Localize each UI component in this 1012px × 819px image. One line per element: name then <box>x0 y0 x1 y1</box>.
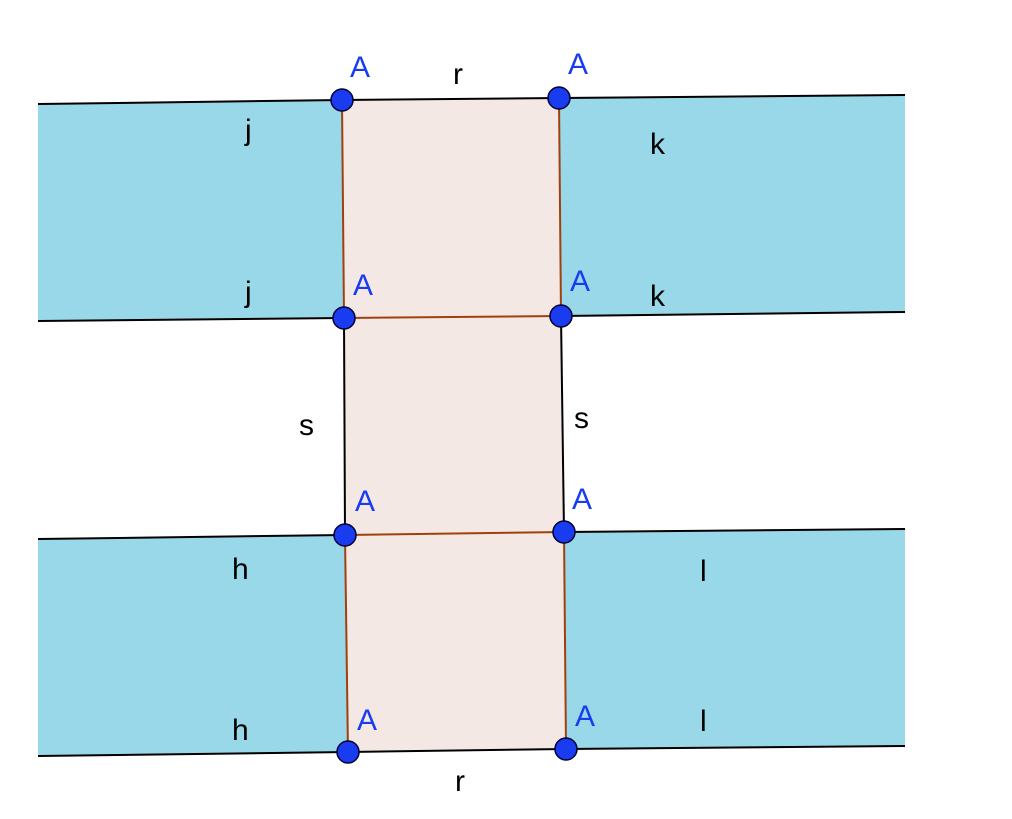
line-j-top <box>37 99 343 105</box>
point-marker[interactable] <box>549 304 573 328</box>
label-j-bottom: j <box>244 276 252 309</box>
label-h-bottom: h <box>232 714 249 747</box>
point-marker[interactable] <box>332 306 356 330</box>
line-l-bottom <box>565 745 906 750</box>
line-s-right <box>560 315 565 533</box>
upper-band-left <box>38 100 344 321</box>
point-label: A <box>353 269 373 302</box>
label-l-top: l <box>700 555 707 588</box>
line-j-bottom <box>37 317 345 322</box>
edge-bottom-left <box>344 534 349 753</box>
edge-top-mid <box>343 315 562 319</box>
label-r-bottom: r <box>455 765 465 798</box>
upper-band-right <box>559 95 905 316</box>
label-j-top: j <box>244 114 252 147</box>
point-marker[interactable] <box>554 737 578 761</box>
point-label: A <box>357 704 377 737</box>
point-label: A <box>355 485 375 518</box>
point-marker[interactable] <box>336 740 360 764</box>
point-label: A <box>572 483 592 516</box>
label-l-bottom: l <box>700 705 707 738</box>
label-h-top: h <box>232 553 249 586</box>
line-h-bottom <box>37 751 349 757</box>
edge-top-right <box>558 97 562 317</box>
lower-band-right <box>564 529 905 749</box>
label-k-bottom: k <box>650 280 666 313</box>
point-marker[interactable] <box>333 523 357 547</box>
label-s-right: s <box>574 402 589 435</box>
point-marker[interactable] <box>547 86 571 110</box>
point-marker[interactable] <box>552 520 576 544</box>
edge-top-left <box>341 99 345 319</box>
point-label: A <box>568 48 588 81</box>
lower-band-left <box>38 535 348 756</box>
point-label: A <box>570 265 590 298</box>
line-r-top <box>341 97 560 101</box>
line-k-top <box>558 94 906 99</box>
line-s-left <box>343 317 346 536</box>
line-r-bottom <box>347 748 567 753</box>
line-l-top <box>563 528 906 533</box>
label-r-top: r <box>453 58 463 91</box>
edge-bottom-right <box>563 531 567 750</box>
label-s-left: s <box>299 409 314 442</box>
rect-bottom <box>345 532 566 752</box>
line-h-top <box>37 534 346 540</box>
point-marker[interactable] <box>330 88 354 112</box>
label-k-top: k <box>650 128 666 161</box>
rect-top <box>342 98 561 318</box>
line-k-bottom <box>560 311 906 317</box>
point-label: A <box>575 700 595 733</box>
rect-middle <box>344 316 564 535</box>
point-label: A <box>350 51 370 84</box>
edge-mid-bottom <box>344 531 565 536</box>
